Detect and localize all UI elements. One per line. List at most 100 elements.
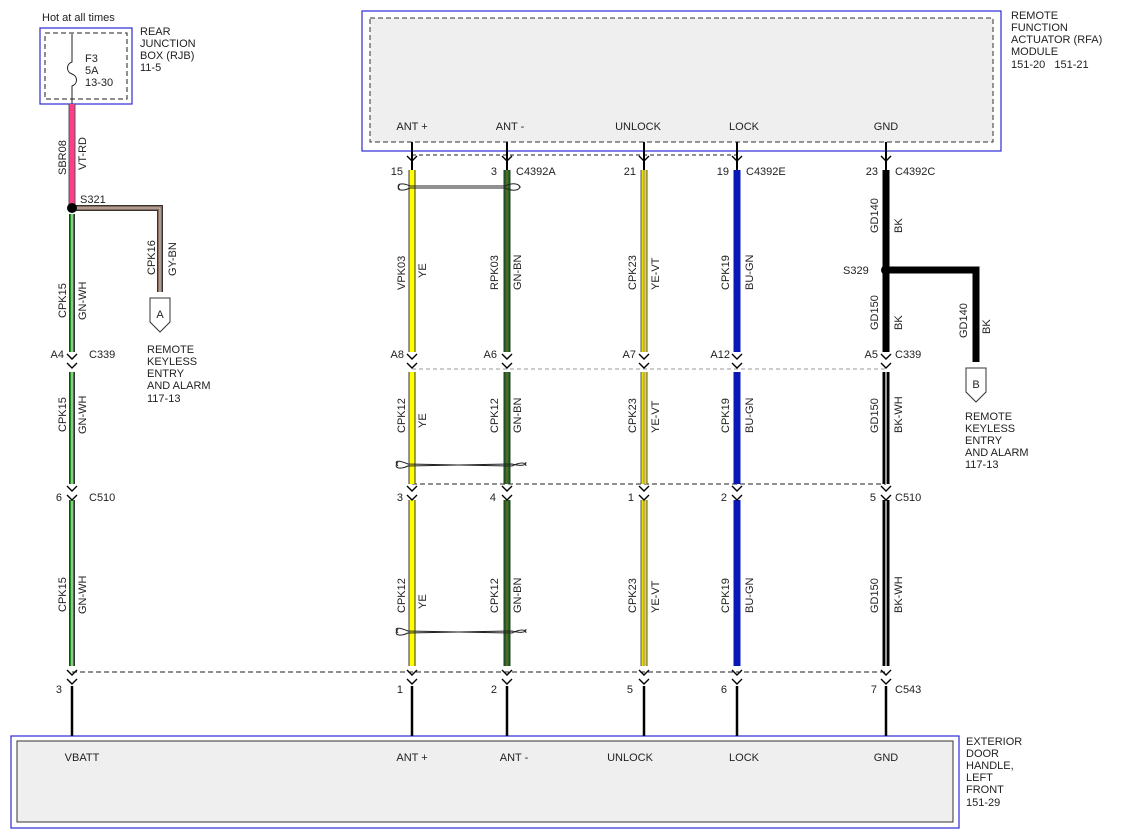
rjb-inner-box (44, 32, 128, 100)
top-connector-chevron-3 (731, 155, 743, 162)
svg-text:REMOTE: REMOTE (965, 411, 1012, 423)
svg-text:3: 3 (56, 684, 62, 696)
svg-text:LOCK: LOCK (729, 752, 760, 764)
c339-chevron-3 (638, 353, 650, 360)
svg-text:VT-RD: VT-RD (77, 137, 89, 170)
svg-text:117-13: 117-13 (965, 459, 998, 471)
svg-text:FUNCTION: FUNCTION (1011, 22, 1068, 34)
ref-b-text: REMOTE KEYLESS ENTRY AND ALARM 117-13 (965, 411, 1029, 471)
c543-chevron-1 (406, 669, 418, 676)
splice-s321 (67, 203, 77, 213)
svg-text:LEFT: LEFT (966, 772, 993, 784)
svg-text:UNLOCK: UNLOCK (615, 121, 662, 133)
twisted-pair-1 (397, 183, 521, 191)
svg-text:GN-WH: GN-WH (77, 281, 89, 320)
svg-text:11-5: 11-5 (140, 62, 161, 74)
c543-chevron-b-3 (638, 678, 650, 685)
svg-text:21: 21 (624, 166, 636, 178)
c510-chevron-b-2 (501, 494, 513, 501)
ref-a-text: REMOTE KEYLESS ENTRY AND ALARM 117-13 (147, 344, 211, 405)
svg-text:ANT +: ANT + (396, 121, 427, 133)
svg-text:151-20 151-21: 151-20 151-21 (1011, 59, 1089, 71)
svg-text:CPK16: CPK16 (146, 240, 158, 275)
svg-text:ACTUATOR (RFA): ACTUATOR (RFA) (1011, 34, 1102, 46)
svg-text:GD150: GD150 (869, 398, 881, 433)
svg-text:CPK19: CPK19 (720, 398, 732, 433)
svg-text:BK-WH: BK-WH (893, 576, 905, 613)
top-connector-chevron-1 (501, 155, 513, 162)
c543-chevron-3 (638, 669, 650, 676)
svg-text:CPK23: CPK23 (627, 578, 639, 613)
c510-chevron-b-0 (66, 494, 78, 501)
connector-c510-left: C510 (89, 492, 115, 504)
c510-chevron-0 (66, 485, 78, 492)
svg-text:CPK12: CPK12 (489, 398, 501, 433)
svg-text:EXTERIOR: EXTERIOR (966, 736, 1022, 748)
svg-text:REMOTE: REMOTE (1011, 10, 1058, 22)
svg-text:REMOTE: REMOTE (147, 344, 194, 356)
svg-text:GND: GND (874, 121, 899, 133)
svg-text:CPK12: CPK12 (489, 578, 501, 613)
svg-text:BOX (RJB): BOX (RJB) (140, 50, 194, 62)
c543-pin-numbers: 3 1 2 5 6 7 (56, 684, 877, 696)
svg-text:CPK15: CPK15 (57, 577, 69, 612)
c543-chevron-5 (880, 669, 892, 676)
c510-chevron-5 (880, 485, 892, 492)
svg-text:BK: BK (893, 315, 905, 330)
c543-chevron-b-2 (501, 678, 513, 685)
svg-text:A8: A8 (391, 349, 404, 361)
svg-text:CPK23: CPK23 (627, 255, 639, 290)
svg-text:FRONT: FRONT (966, 784, 1004, 796)
top-connector-chevron-4 (880, 155, 892, 162)
svg-text:ANT +: ANT + (396, 752, 427, 764)
top-connector-chevron-2 (638, 155, 650, 162)
svg-text:13-30: 13-30 (85, 77, 113, 89)
c339-chevron-4 (731, 353, 743, 360)
svg-text:CPK19: CPK19 (720, 255, 732, 290)
c339-chevron-5 (880, 353, 892, 360)
c339-pin-numbers: A4 A8 A6 A7 A12 A5 (51, 349, 878, 361)
connector-c4392e: C4392E (746, 166, 786, 178)
svg-text:GD140: GD140 (958, 303, 970, 338)
svg-text:3: 3 (397, 492, 403, 504)
connector-c339-left: C339 (89, 349, 115, 361)
rjb-name: REAR JUNCTION BOX (RJB) 11-5 (140, 26, 196, 74)
c339-chevron-b-4 (731, 362, 743, 369)
c543-chevron-b-4 (731, 678, 743, 685)
twisted-pair-3 (395, 627, 527, 636)
svg-text:REAR: REAR (140, 26, 171, 38)
c339-chevron-b-3 (638, 362, 650, 369)
svg-text:GD150: GD150 (869, 578, 881, 613)
svg-text:KEYLESS: KEYLESS (147, 356, 197, 368)
svg-text:VBATT: VBATT (65, 752, 100, 764)
connector-chevrons (66, 155, 892, 685)
svg-text:6: 6 (56, 492, 62, 504)
connector-c4392a: C4392A (516, 166, 556, 178)
connector-c339-right: C339 (895, 349, 921, 361)
c543-chevron-4 (731, 669, 743, 676)
svg-text:CPK15: CPK15 (57, 283, 69, 318)
svg-text:GD150: GD150 (869, 295, 881, 330)
rfa-module-inner (369, 17, 994, 143)
svg-text:YE-VT: YE-VT (650, 400, 662, 433)
svg-text:15: 15 (391, 166, 403, 178)
svg-text:5A: 5A (85, 65, 99, 77)
svg-text:5: 5 (627, 684, 633, 696)
svg-text:YE-VT: YE-VT (650, 257, 662, 290)
svg-text:BU-GN: BU-GN (744, 578, 756, 614)
svg-text:BU-GN: BU-GN (744, 398, 756, 434)
fuse-label: F3 5A 13-30 (85, 53, 113, 89)
svg-text:GD140: GD140 (869, 198, 881, 233)
c339-chevron-b-1 (406, 362, 418, 369)
wire-labels: SBR08 VT-RD CPK15 GN-WH CPK15 GN-WH CPK1… (57, 137, 993, 614)
svg-text:UNLOCK: UNLOCK (607, 752, 654, 764)
c543-chevron-b-5 (880, 678, 892, 685)
c339-chevron-2 (501, 353, 513, 360)
svg-text:CPK15: CPK15 (57, 397, 69, 432)
wire-cpk16-branch (72, 205, 163, 292)
svg-text:YE-VT: YE-VT (650, 580, 662, 613)
c510-chevron-2 (501, 485, 513, 492)
svg-text:2: 2 (491, 684, 497, 696)
svg-text:YE: YE (417, 413, 429, 428)
